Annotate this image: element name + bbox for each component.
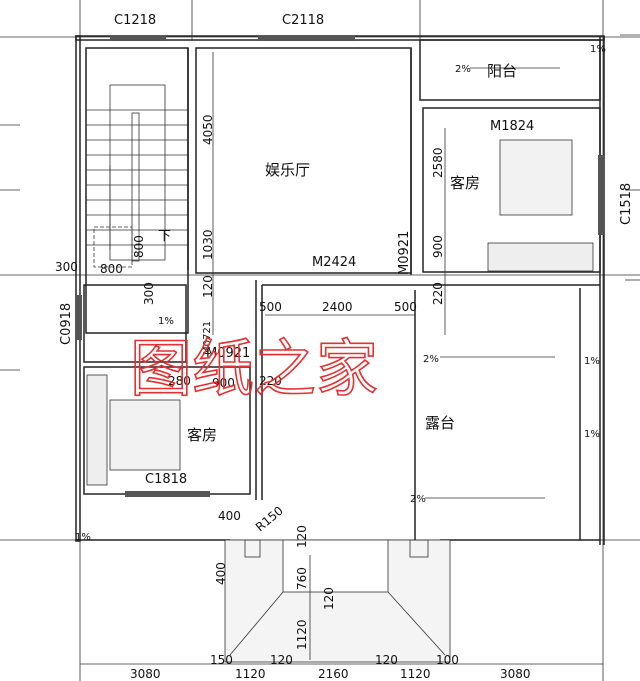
dim-b3080-left: 3080 xyxy=(130,667,161,681)
window-c0918 xyxy=(76,295,82,340)
dim-1030: 1030 xyxy=(201,229,215,260)
window-c1518 xyxy=(598,155,604,235)
slope-terrace-top: 2% xyxy=(423,354,439,365)
label-c0918: C0918 xyxy=(59,303,74,345)
dim-b100: 100 xyxy=(436,653,459,667)
room-guest-left: 客房 xyxy=(187,426,217,444)
slope-bath: 1% xyxy=(158,316,174,327)
dim-400: 400 xyxy=(218,509,241,523)
label-m2424: M2424 xyxy=(312,255,356,270)
label-c2118: C2118 xyxy=(282,13,324,28)
dim-b150: 150 xyxy=(210,653,233,667)
label-c1218: C1218 xyxy=(114,13,156,28)
window-c2118 xyxy=(258,36,355,41)
dim-120-b: 120 xyxy=(295,525,309,548)
slope-left-corner: 1% xyxy=(75,532,91,543)
label-m1824: M1824 xyxy=(490,119,534,134)
label-c1818: C1818 xyxy=(145,472,187,487)
dim-b120b: 120 xyxy=(375,653,398,667)
staircase xyxy=(86,84,188,268)
dim-500-right: 500 xyxy=(394,300,417,314)
room-guest-right: 客房 xyxy=(450,174,480,192)
label-m0721: M0721 xyxy=(202,321,213,355)
dim-300-v: 300 xyxy=(142,282,156,305)
dim-b120a: 120 xyxy=(270,653,293,667)
slope-arrows xyxy=(425,67,560,499)
dim-220: 220 xyxy=(431,282,445,305)
window-c1818 xyxy=(125,491,210,497)
bed-left xyxy=(86,374,181,486)
dim-2580: 2580 xyxy=(431,147,445,178)
dim-760: 760 xyxy=(295,567,309,590)
window-c1218 xyxy=(110,36,166,41)
stair-down-label: 下 xyxy=(158,229,171,244)
dim-800: 800 xyxy=(100,262,123,276)
dim-900: 900 xyxy=(431,235,445,258)
dim-b1120b: 1120 xyxy=(400,667,431,681)
dim-300: 300 xyxy=(55,260,78,274)
dim-220-b: 220 xyxy=(259,374,282,388)
dim-4050: 4050 xyxy=(201,114,215,145)
dim-280: 280 xyxy=(168,374,191,388)
dim-120: 120 xyxy=(201,275,215,298)
label-m0921-right: M0921 xyxy=(397,231,412,275)
dim-1120-v: 1120 xyxy=(295,619,309,650)
label-m0921-left: M0921 xyxy=(206,346,250,361)
dim-400-v: 400 xyxy=(214,562,228,585)
room-entertainment: 娱乐厅 xyxy=(265,161,310,179)
dimension-lines xyxy=(80,52,603,665)
dim-b2160: 2160 xyxy=(318,667,349,681)
slope-balcony: 2% xyxy=(455,64,471,75)
bed-right xyxy=(487,139,594,272)
dim-800-v: 800 xyxy=(132,235,146,258)
slope-right-mid: 1% xyxy=(584,429,600,440)
room-balcony: 阳台 xyxy=(487,62,517,80)
watermark: 图纸之家 xyxy=(130,332,378,405)
front-steps xyxy=(224,539,451,663)
slope-right-corner: 1% xyxy=(590,44,606,55)
label-c1518: C1518 xyxy=(619,183,634,225)
dim-b1120a: 1120 xyxy=(235,667,266,681)
slope-right-top: 1% xyxy=(584,356,600,367)
dim-500-left: 500 xyxy=(259,300,282,314)
dim-900-b: 900 xyxy=(212,376,235,390)
room-terrace: 露台 xyxy=(425,414,455,432)
dim-r150: R150 xyxy=(253,503,286,534)
slope-terrace-bottom: 2% xyxy=(410,494,426,505)
dim-b3080-right: 3080 xyxy=(500,667,531,681)
dim-2400: 2400 xyxy=(322,300,353,314)
windows xyxy=(76,36,604,497)
dim-120-c: 120 xyxy=(322,587,336,610)
